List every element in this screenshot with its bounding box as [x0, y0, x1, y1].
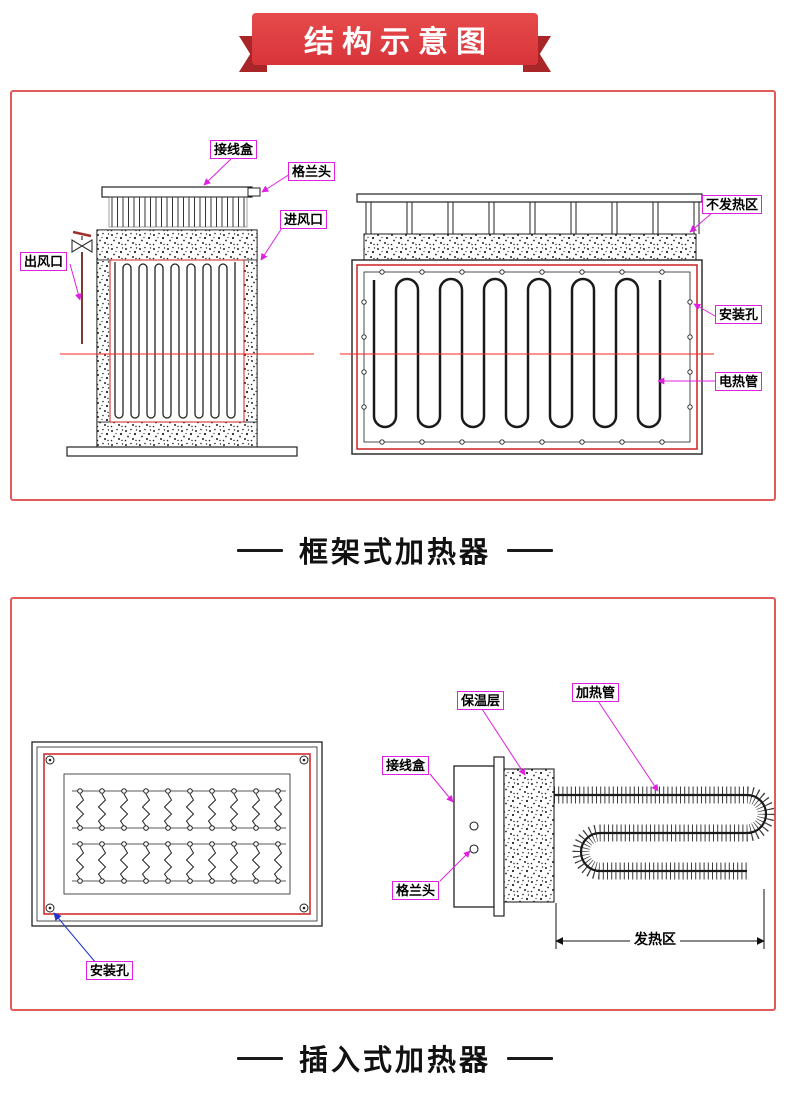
frame-heater-side-view	[60, 186, 314, 457]
caption-dash-left	[236, 548, 283, 552]
label-gland-head-2: 格兰头	[392, 881, 440, 900]
label-mounting-hole-2: 安装孔	[86, 961, 134, 980]
label-mounting-hole: 安装孔	[715, 305, 763, 324]
insert-heater-front-view	[31, 741, 323, 927]
gland-hole-1	[469, 821, 479, 831]
ribbon-plate: 结构示意图	[252, 13, 538, 65]
frame-heater-front-view	[340, 193, 714, 455]
tube-chamber	[109, 259, 245, 423]
insulation-band-front	[363, 233, 697, 261]
junction-box-body	[453, 765, 495, 908]
serpentine-heating-tube	[372, 277, 662, 429]
insert-heater-drawing	[31, 700, 775, 964]
bottom-flange	[66, 446, 298, 457]
label-air-outlet: 出风口	[20, 252, 68, 271]
label-non-heating-zone: 不发热区	[702, 195, 763, 214]
caption-dash-left-2	[236, 1056, 283, 1060]
caption-insert-heater: 插入式加热器	[0, 1026, 790, 1090]
finned-tube-core	[554, 793, 768, 873]
insulation-right	[243, 259, 258, 423]
insulation-block	[503, 768, 555, 903]
mounting-flange	[493, 756, 505, 917]
outlet-valve	[71, 230, 93, 344]
leader-lines-2	[53, 700, 659, 964]
label-gland-head: 格兰头	[288, 162, 336, 181]
title-banner: 结构示意图	[0, 0, 790, 80]
top-flange	[101, 186, 253, 198]
caption-dash-right-2	[507, 1056, 553, 1060]
gland-connector	[247, 187, 261, 197]
caption-dash-right	[507, 548, 553, 552]
label-insulation-layer: 保温层	[457, 691, 505, 710]
insert-heater-side-view	[453, 756, 775, 949]
insulation-bottom	[96, 421, 258, 448]
label-heating-zone: 发热区	[630, 930, 680, 948]
caption-frame-heater-text: 框架式加热器	[298, 537, 491, 569]
frame-heater-drawing	[60, 157, 716, 457]
caption-insert-heater-text: 插入式加热器	[298, 1045, 491, 1077]
front-frame-red	[43, 753, 311, 915]
label-heating-tube: 电热管	[715, 372, 763, 391]
page-title: 结构示意图	[304, 26, 494, 59]
panel-insert-heater: 保温层 加热管 接线盒 格兰头 安装孔 发热区	[10, 597, 776, 1011]
front-frame-second	[36, 746, 318, 922]
frame-red-border	[356, 264, 698, 450]
front-frame-outer	[31, 741, 323, 927]
top-flange-front	[356, 193, 703, 203]
insulation-left	[96, 259, 111, 423]
gland-hole-2	[469, 844, 479, 854]
vertical-heating-tubes	[114, 262, 236, 419]
frame-inner	[363, 271, 691, 443]
terminal-pins-front	[365, 202, 700, 234]
front-frame-inner	[63, 773, 291, 895]
zigzag-elements	[72, 788, 286, 884]
label-junction-box-2: 接线盒	[382, 756, 430, 775]
label-heating-tube-2: 加热管	[572, 683, 620, 702]
terminal-pins	[108, 196, 248, 228]
leader-lines	[69, 157, 716, 385]
caption-frame-heater: 框架式加热器	[0, 518, 790, 582]
label-air-inlet: 进风口	[280, 210, 328, 229]
insulation-top	[96, 229, 258, 261]
panel-frame-heater: 接线盒 格兰头 进风口 出风口 不发热区 安装孔 电热管	[10, 90, 776, 501]
label-junction-box: 接线盒	[210, 140, 258, 159]
